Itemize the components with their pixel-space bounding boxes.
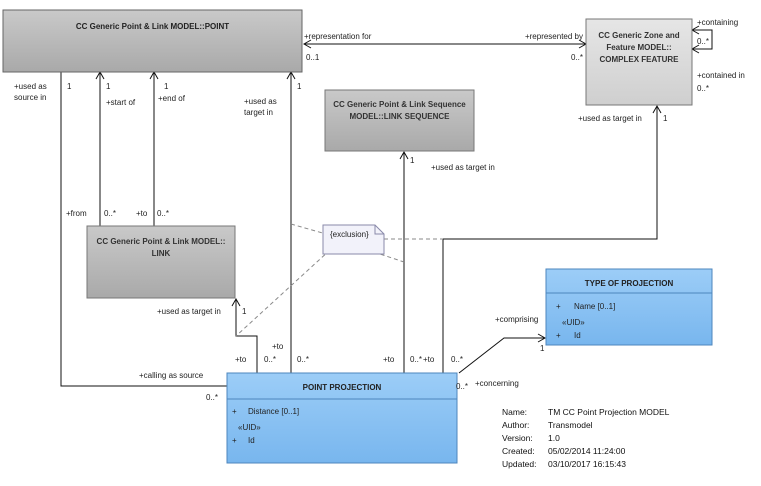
meta-created-key: Created: xyxy=(502,446,535,456)
assoc-calling-as-source[interactable] xyxy=(60,72,227,387)
note-link-1 xyxy=(290,223,327,235)
class-complex-feature-title-2: Feature MODEL:: xyxy=(606,43,671,52)
label-end-of: +end of xyxy=(158,94,186,103)
class-type-stereotype: «UID» xyxy=(562,318,585,327)
label-represented-by: +represented by xyxy=(525,32,583,41)
class-complex-feature-title-3: COMPLEX FEATURE xyxy=(600,55,680,64)
label-to-link: +to xyxy=(136,209,148,218)
note-link-4 xyxy=(373,251,405,263)
assoc-pp-link[interactable] xyxy=(235,299,258,373)
meta-version-key: Version: xyxy=(502,433,533,443)
label-start-of: +start of xyxy=(106,98,136,107)
class-type-attr-name: Name [0..1] xyxy=(574,302,615,311)
class-type-title: TYPE OF PROJECTION xyxy=(585,279,674,288)
label-to-pp-seq: +to xyxy=(383,355,395,364)
mult-point-rep: 0..1 xyxy=(306,53,320,62)
note-link-3 xyxy=(235,249,331,337)
mult-target-point: 1 xyxy=(297,82,302,91)
meta-name-key: Name: xyxy=(502,407,527,417)
class-link-title-1: CC Generic Point & Link MODEL:: xyxy=(97,237,226,246)
mult-to-pp-seq: 0..* xyxy=(410,355,422,364)
mult-feature-rep: 0..* xyxy=(571,53,583,62)
label-used-as-target-point-2: target in xyxy=(244,108,273,117)
mult-link-target: 1 xyxy=(242,307,247,316)
mult-feature-target: 1 xyxy=(663,114,668,123)
arrow-head-pp-feature xyxy=(652,104,662,114)
mult-contained: 0..* xyxy=(697,84,709,93)
class-link-sequence-title-1: CC Generic Point & Link Sequence xyxy=(333,100,466,109)
label-used-as-source-2: source in xyxy=(14,93,46,102)
mult-to-link: 0..* xyxy=(157,209,169,218)
arrow-head-point-left xyxy=(302,39,312,49)
class-point[interactable]: CC Generic Point & Link MODEL::POINT xyxy=(2,9,303,73)
note-connectors xyxy=(235,223,443,337)
label-to-pp-point: +to xyxy=(272,342,284,351)
meta-author-val: Transmodel xyxy=(548,420,593,430)
class-point-title: CC Generic Point & Link MODEL::POINT xyxy=(76,22,229,31)
meta-version-val: 1.0 xyxy=(548,433,560,443)
class-pp-stereotype: «UID» xyxy=(238,423,261,432)
label-containing: +containing xyxy=(697,18,738,27)
arrow-head-pp-link xyxy=(231,297,241,307)
meta-name-val: TM CC Point Projection MODEL xyxy=(548,407,670,417)
mult-to-pp-link: 0..* xyxy=(264,355,276,364)
note-exclusion[interactable]: {exclusion} xyxy=(322,224,385,255)
label-comprising: +comprising xyxy=(495,315,538,324)
label-contained-in: +contained in xyxy=(697,71,745,80)
mult-containing: 0..* xyxy=(697,37,709,46)
mult-seq: 1 xyxy=(410,156,415,165)
mult-concerning: 0..* xyxy=(456,382,468,391)
assoc-feature-self[interactable] xyxy=(692,29,713,50)
diagram-metadata: Name: TM CC Point Projection MODEL Autho… xyxy=(502,407,670,469)
class-type-id-name: Id xyxy=(574,331,581,340)
class-point-projection[interactable]: POINT PROJECTION + Distance [0..1] «UID»… xyxy=(226,372,458,464)
class-pp-title: POINT PROJECTION xyxy=(303,383,382,392)
mult-source-point: 1 xyxy=(67,82,72,91)
mult-from: 0..* xyxy=(104,209,116,218)
label-representation-for: +representation for xyxy=(304,32,372,41)
class-type-attr-plus: + xyxy=(556,302,561,311)
association-labels: +representation for +represented by 0..1… xyxy=(14,18,745,402)
meta-created-val: 05/02/2014 11:24:00 xyxy=(548,446,626,456)
class-pp-attr-name: Distance [0..1] xyxy=(248,407,299,416)
assoc-pp-complex-feature[interactable] xyxy=(442,106,658,373)
class-pp-id-name: Id xyxy=(248,436,255,445)
label-to-pp-feature: +to xyxy=(423,355,435,364)
class-complex-feature[interactable]: CC Generic Zone and Feature MODEL:: COMP… xyxy=(585,18,693,106)
label-used-as-target-feature: +used as target in xyxy=(578,114,642,123)
label-used-as-target-seq: +used as target in xyxy=(431,163,495,172)
label-to-pp-link: +to xyxy=(235,355,247,364)
mult-to-pp-point: 0..* xyxy=(297,355,309,364)
class-link-title-2: LINK xyxy=(152,249,171,258)
arrow-head-pp-type xyxy=(537,333,547,343)
class-complex-feature-title-1: CC Generic Zone and xyxy=(598,31,679,40)
meta-updated-val: 03/10/2017 16:15:43 xyxy=(548,459,626,469)
mult-comprising: 1 xyxy=(540,344,545,353)
class-link[interactable]: CC Generic Point & Link MODEL:: LINK xyxy=(86,225,236,299)
class-link-sequence[interactable]: CC Generic Point & Link Sequence MODEL::… xyxy=(324,89,475,152)
class-pp-id-plus: + xyxy=(232,436,237,445)
class-link-sequence-title-2: MODEL::LINK SEQUENCE xyxy=(350,112,451,121)
label-from: +from xyxy=(66,209,87,218)
mult-end: 1 xyxy=(164,82,169,91)
mult-to-pp-feature: 0..* xyxy=(451,355,463,364)
label-used-as-source-1: +used as xyxy=(14,82,47,91)
label-concerning: +concerning xyxy=(475,379,519,388)
note-exclusion-text: {exclusion} xyxy=(330,230,369,239)
assoc-pp-type-of-projection[interactable] xyxy=(458,337,545,374)
class-type-id-plus: + xyxy=(556,331,561,340)
meta-updated-key: Updated: xyxy=(502,459,537,469)
mult-calling: 0..* xyxy=(206,393,218,402)
class-type-of-projection[interactable]: TYPE OF PROJECTION + Name [0..1] «UID» +… xyxy=(545,268,713,346)
arrow-head-pp-seq xyxy=(399,150,409,160)
meta-author-key: Author: xyxy=(502,420,529,430)
label-used-as-target-point-1: +used as xyxy=(244,97,277,106)
label-used-as-target-link: +used as target in xyxy=(157,307,221,316)
label-calling-as-source: +calling as source xyxy=(139,371,204,380)
mult-start: 1 xyxy=(106,82,111,91)
class-pp-attr-plus: + xyxy=(232,407,237,416)
